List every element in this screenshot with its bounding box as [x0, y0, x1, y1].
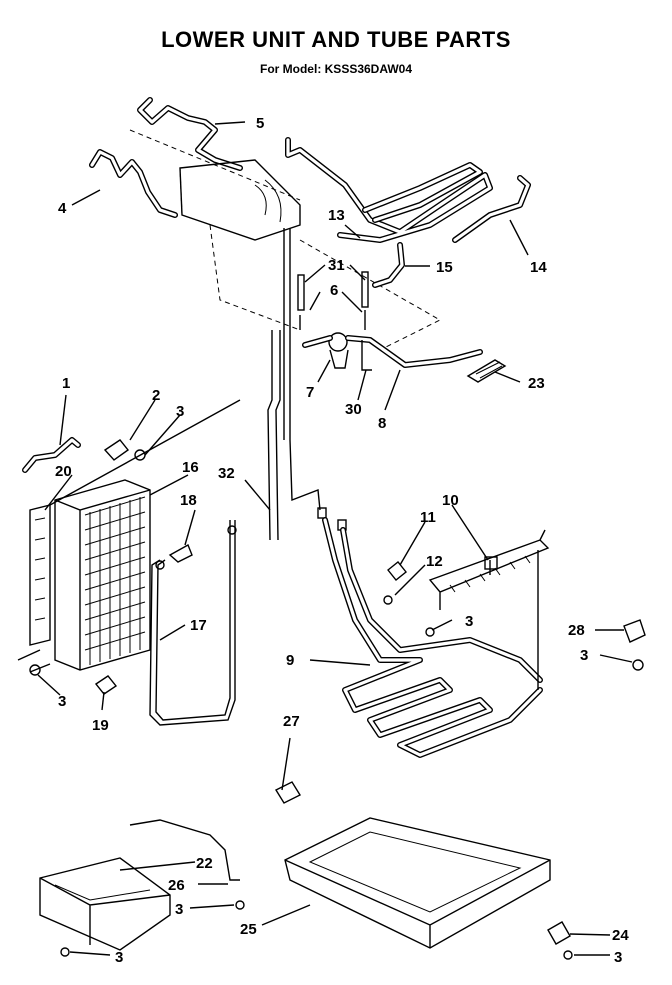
- callout-30: 30: [345, 401, 362, 418]
- callout-16: 16: [182, 459, 199, 476]
- callout-8: 8: [378, 415, 386, 432]
- callout-22: 22: [196, 855, 213, 872]
- callout-28: 28: [568, 622, 585, 639]
- callout-10: 10: [442, 492, 459, 509]
- callout-3g: 3: [614, 949, 622, 966]
- callout-12: 12: [426, 553, 443, 570]
- model-subtitle: For Model: KSSS36DAW04: [259, 62, 413, 76]
- callout-24: 24: [612, 927, 629, 944]
- callout-3e: 3: [175, 901, 183, 918]
- callout-9: 9: [286, 652, 294, 669]
- callout-19: 19: [92, 717, 109, 734]
- callout-11: 11: [420, 509, 436, 526]
- valve-assembly: [297, 271, 507, 383]
- capillary-tubes: [49, 330, 347, 541]
- callout-27: 27: [283, 713, 300, 730]
- callout-3f: 3: [115, 949, 123, 966]
- callout-18: 18: [180, 492, 197, 509]
- leader-lines: [37, 121, 633, 956]
- evaporator-coil: [322, 517, 543, 758]
- callout-31: 31: [328, 257, 345, 274]
- callout-15: 15: [436, 259, 453, 276]
- page-title: LOWER UNIT AND TUBE PARTS: [161, 27, 511, 52]
- callout-13: 13: [328, 207, 345, 224]
- callout-14: 14: [530, 259, 547, 276]
- callout-7: 7: [306, 384, 314, 401]
- callout-3a: 3: [176, 403, 184, 420]
- callout-25: 25: [240, 921, 257, 938]
- callout-3b: 3: [58, 693, 66, 710]
- callout-20: 20: [55, 463, 72, 480]
- callout-numbers: 1 2 3 3 3 3 3 3 4 5 6 7 8 9 10 11 12 13 …: [55, 115, 629, 966]
- callout-6: 6: [330, 282, 338, 299]
- condenser: [17, 479, 151, 673]
- callout-23: 23: [528, 375, 545, 392]
- callout-26: 26: [168, 877, 185, 894]
- callout-17: 17: [190, 617, 207, 634]
- callout-3c: 3: [465, 613, 473, 630]
- callout-5: 5: [256, 115, 264, 132]
- upper-tubing: [89, 97, 531, 440]
- callout-4: 4: [58, 200, 67, 217]
- callout-32: 32: [218, 465, 235, 482]
- drain-pans: [39, 817, 573, 960]
- callout-1: 1: [62, 375, 70, 392]
- callout-2: 2: [152, 387, 160, 404]
- callout-3d: 3: [580, 647, 588, 664]
